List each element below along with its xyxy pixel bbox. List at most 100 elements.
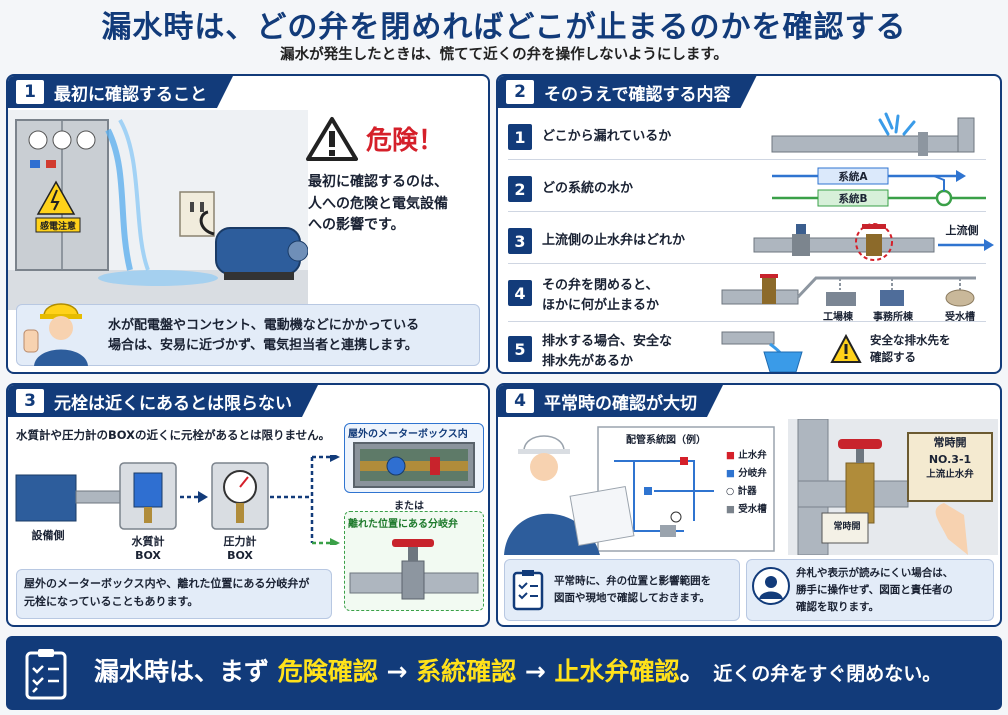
panel-heading: 元栓は近くにあるとは限らない xyxy=(54,393,292,414)
system-lines-icon xyxy=(772,167,986,207)
row-text: どの系統の水か xyxy=(542,181,634,196)
routine-check-text-left: 平常時に、弁の位置と影響範囲を 図面や現地で確認しておきます。 xyxy=(554,573,711,608)
quality-box-label: 水質計 BOX xyxy=(118,535,178,564)
drain-bucket-icon xyxy=(721,331,803,372)
main-valve-note-box xyxy=(16,569,332,619)
summary-banner: 漏水時は、まず 危険確認 → 系統確認 → 止水弁確認。 近くの弁をすぐ閉めない… xyxy=(6,636,1002,710)
factory-label: 工場棟 xyxy=(823,312,853,323)
panel-heading: そのうえで確認する内容 xyxy=(544,84,731,105)
checklist-icon xyxy=(512,570,544,611)
branch-valve-icon xyxy=(349,539,479,600)
diagram-legend: ■ 止水弁 ■ 分岐弁 ○ 計器 ■ 受水槽 xyxy=(726,447,767,519)
system-a-label: 系統A xyxy=(838,171,868,183)
label-line: 水質計 xyxy=(131,535,165,548)
text-line: 屋外のメーターボックス内や、離れた位置にある分岐弁が xyxy=(24,577,310,590)
main-valve-lead: 水質計や圧力計のBOXの近くに元栓があるとは限りません。 xyxy=(16,428,331,442)
caution-label: 感電注意 xyxy=(40,220,76,232)
row-text: 上流側の止水弁はどれか xyxy=(542,233,686,248)
branch-valve-label: 離れた位置にある分岐弁 xyxy=(348,519,458,530)
panel-header: 2 そのうえで確認する内容 xyxy=(498,76,757,108)
electrical-note-box xyxy=(16,304,480,366)
or-label: または xyxy=(394,501,424,512)
clipboard-checklist-icon xyxy=(25,649,67,700)
system-b-label: 系統B xyxy=(838,193,868,205)
text-line: 安全な排水先を xyxy=(870,333,951,347)
gauge-legend-icon: ○ xyxy=(726,486,735,498)
page-title: 漏水時は、どの弁を閉めればどこが止まるのかを確認する xyxy=(101,10,907,45)
downstream-effects-icon xyxy=(721,274,976,307)
panel-routine-check: 4 平常時の確認が大切 配管系統図（例） ■ 止水弁 ■ 分岐弁 ○ 計器 ■ … xyxy=(496,383,1002,627)
equipment-side-label: 設備側 xyxy=(31,529,65,542)
text-line: 確認を取ります。 xyxy=(796,600,879,613)
tag-line: 常時開 xyxy=(933,436,967,449)
summary-highlight: 危険確認 xyxy=(277,657,378,686)
text-line: 図面や現地で確認しておきます。 xyxy=(554,592,710,605)
row-number: 5 xyxy=(508,336,532,362)
danger-label: 危険！ xyxy=(366,126,445,156)
panel-number: 3 xyxy=(16,389,44,413)
upstream-label: 上流側 xyxy=(945,224,979,237)
summary-message: 漏水時は、まず 危険確認 → 系統確認 → 止水弁確認。 近くの弁をすぐ閉めない… xyxy=(94,652,941,688)
check-row-4: 4 その弁を閉めると、 ほかに何が止まるか xyxy=(508,268,986,322)
panel-header: 3 元栓は近くにあるとは限らない xyxy=(8,385,318,417)
panel-heading: 最初に確認すること xyxy=(54,84,207,105)
check-row-1: 1 どこから漏れているか xyxy=(508,112,986,160)
valve-name-tag: 常時開 NO.3-1 上流止水弁 xyxy=(908,435,992,482)
legend-item: 受水槽 xyxy=(738,504,767,516)
check-row-2: 2 どの系統の水か xyxy=(508,164,986,212)
label-line: BOX xyxy=(227,549,253,563)
legend-item: 止水弁 xyxy=(738,450,767,461)
leaking-pipe-icon xyxy=(771,112,975,156)
panel-main-valve-location: 3 元栓は近くにあるとは限らない 水質計や圧力計のBOXの近くに元栓があるとは限… xyxy=(6,383,490,627)
check-row-5: 5 排水する場合、安全な 排水先があるか xyxy=(508,324,986,372)
tag-line: 常時開 xyxy=(833,522,861,532)
text-line: 水が配電盤やコンセント、電動機などにかかっている xyxy=(108,318,420,333)
text-line: 勝手に操作せず、図面と責任者の xyxy=(796,583,953,596)
routine-check-text-right: 弁札や表示が読みにくい場合は、 勝手に操作せず、図面と責任者の 確認を取ります。 xyxy=(796,565,953,615)
main-valve-note: 屋外のメーターボックス内や、離れた位置にある分岐弁が 元栓になっていることもあり… xyxy=(24,575,309,610)
caution-icon xyxy=(830,334,862,363)
legend-item: 計器 xyxy=(737,486,757,498)
office-label: 事務所棟 xyxy=(873,312,913,323)
stop-valve-legend-icon: ■ xyxy=(726,450,735,461)
meter-box-icon xyxy=(353,442,475,488)
summary-arrow: → xyxy=(386,657,408,686)
panel-header: 4 平常時の確認が大切 xyxy=(498,385,723,417)
summary-tail: 近くの弁をすぐ閉めない。 xyxy=(713,663,942,685)
row-number: 2 xyxy=(508,176,532,202)
warning-icon xyxy=(306,117,358,161)
panel-check-items: 2 そのうえで確認する内容 1 どこから漏れているか 2 どの系統の水か 3 上… xyxy=(496,74,1002,374)
row-text: どこから漏れているか xyxy=(542,129,672,144)
row-text: ほかに何が止まるか xyxy=(542,297,660,313)
branch-valve-legend-icon: ■ xyxy=(726,468,735,480)
row-text: その弁を閉めると、 xyxy=(542,278,659,293)
text-line: 平常時に、弁の位置と影響範囲を xyxy=(554,575,712,587)
panel-number: 1 xyxy=(16,80,44,104)
valve-tag-illustration xyxy=(788,419,998,555)
supervisor-icon xyxy=(752,567,790,605)
tank-label: 受水槽 xyxy=(945,312,975,323)
worker-checking-diagram-illustration xyxy=(504,426,775,555)
tag-line: NO.3-1 xyxy=(928,452,972,466)
electrical-note: 水が配電盤やコンセント、電動機などにかかっている 場合は、安易に近づかず、電気担… xyxy=(108,316,419,356)
summary-text: 。 xyxy=(679,657,705,686)
text-line: への影響です。 xyxy=(308,217,405,234)
label-line: BOX xyxy=(135,549,161,563)
tag-line: 上流止水弁 xyxy=(926,469,974,480)
pressure-box-label: 圧力計 BOX xyxy=(210,535,270,564)
row-text: 排水する場合、安全な xyxy=(542,334,673,349)
outdoor-meter-label: 屋外のメーターボックス内 xyxy=(348,429,468,440)
text-line: 最初に確認するのは、 xyxy=(308,174,448,190)
text-line: 元栓になっていることもあります。 xyxy=(24,594,199,608)
text-line: 場合は、安易に近づかず、電気担当者と連携します。 xyxy=(108,338,418,354)
tank-legend-icon: ■ xyxy=(726,504,735,516)
drain-note: 安全な排水先を 確認する xyxy=(870,332,951,365)
page-subtitle: 漏水が発生したときは、慌てて近くの弁を操作しないようにします。 xyxy=(280,47,728,63)
panel-heading: 平常時の確認が大切 xyxy=(544,393,697,414)
summary-highlight: 止水弁確認 xyxy=(554,657,680,686)
first-check-text: 最初に確認するのは、 人への危険と電気設備 への影響です。 xyxy=(308,172,448,237)
text-line: 人への危険と電気設備 xyxy=(308,195,448,212)
panel-first-check: 1 最初に確認すること 感電注意 危険！ xyxy=(6,74,490,374)
check-row-3: 3 上流側の止水弁はどれか xyxy=(508,216,986,264)
text-line: 弁札や表示が読みにくい場合は、 xyxy=(796,567,954,579)
